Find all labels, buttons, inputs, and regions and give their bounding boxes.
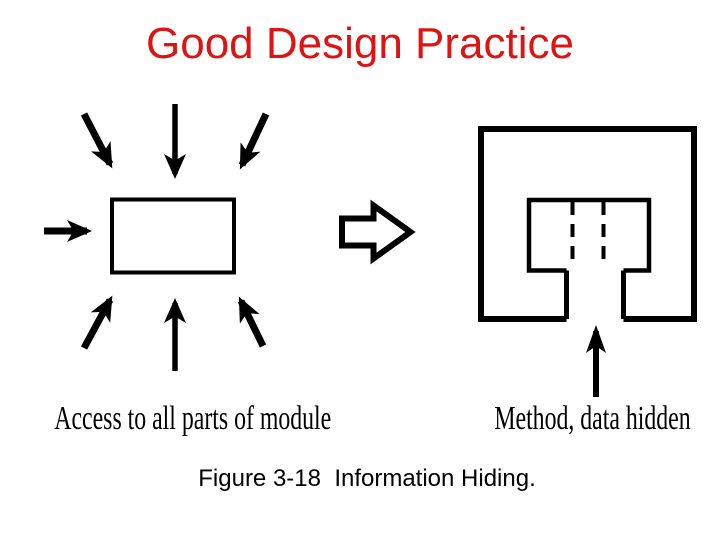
left-diagram-caption: Access to all parts of module xyxy=(54,400,332,437)
slide-title: Good Design Practice xyxy=(146,19,574,68)
inward-arrow-top-right-icon xyxy=(238,112,270,170)
inward-arrow-bottom-left-icon xyxy=(80,295,114,350)
module-box xyxy=(110,197,236,275)
transform-arrow-icon xyxy=(339,199,416,265)
figure-caption: Figure 3-18 Information Hiding. xyxy=(198,465,536,492)
inward-arrow-top-left-icon xyxy=(80,112,114,169)
inner-method-box xyxy=(526,197,652,273)
right-diagram-caption: Method, data hidden xyxy=(494,400,691,437)
inward-arrow-bottom-right-icon xyxy=(237,296,267,348)
encapsulated-module-diagram xyxy=(478,126,697,397)
open-module-diagram xyxy=(44,104,270,371)
module-shell-outline xyxy=(478,126,697,322)
